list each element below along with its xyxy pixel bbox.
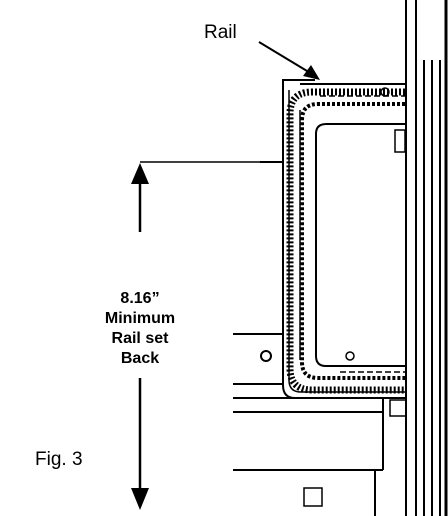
dimension-text-line-2: Rail set: [112, 330, 170, 347]
rail-leader-arrow: [258, 41, 320, 80]
dimension-arrow-down: [131, 378, 149, 510]
base-structure: [233, 333, 407, 516]
dimension-text-line-3: Back: [121, 350, 159, 367]
dimension-text-line-1: Minimum: [105, 310, 175, 327]
rail-label: Rail: [204, 22, 237, 43]
figure-caption: Fig. 3: [35, 449, 83, 470]
dimension-value: 8.16”: [120, 290, 159, 307]
post: [394, 0, 448, 516]
rail-bracket: [260, 79, 405, 399]
dimension-label: 8.16” Minimum Rail set Back: [105, 290, 175, 367]
rail-profile: [286, 83, 405, 394]
dimension-arrow-up: [131, 163, 149, 232]
